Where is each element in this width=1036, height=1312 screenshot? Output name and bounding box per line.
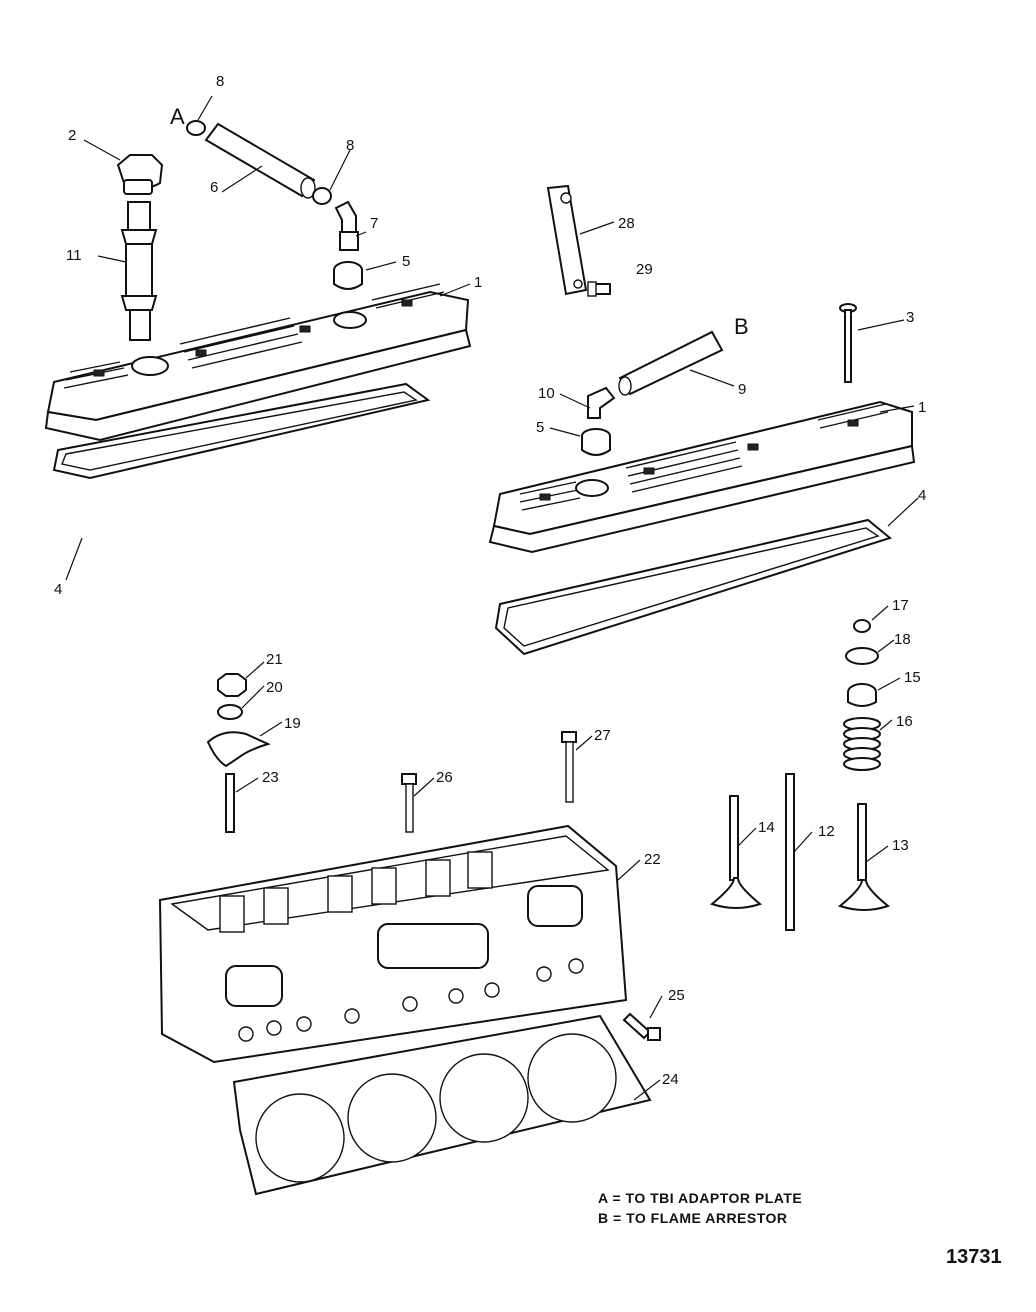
valve-springs-installed: [219, 851, 493, 933]
elbow-fitting: [334, 200, 359, 251]
valve-seal: [847, 683, 877, 707]
pivot-ball: [217, 704, 243, 720]
exhaust-valve: [837, 803, 891, 911]
elbow-fitting-right: [587, 386, 616, 419]
port-openings: [225, 885, 583, 1007]
callout-3: 3: [906, 309, 914, 326]
callout-11: 11: [66, 247, 82, 264]
oil-fill-cap: [116, 154, 164, 195]
callout-27: 27: [594, 727, 611, 744]
valve-cover-gasket-left: [52, 382, 431, 480]
rocker-arm-nut: [217, 673, 247, 697]
hose-clamp-upper: [186, 120, 206, 136]
callout-10: 10: [538, 385, 555, 402]
callout-8: 8: [216, 73, 224, 90]
callout-13: 13: [892, 837, 909, 854]
grommet-left: [333, 261, 363, 290]
callout-7: 7: [370, 215, 378, 232]
legend-line-a: A = TO TBI ADAPTOR PLATE: [598, 1190, 803, 1206]
callout-15: 15: [904, 669, 921, 686]
head-gasket: [232, 1014, 652, 1196]
cylinder-head: [158, 824, 628, 1064]
head-bolt-angled: [622, 1012, 661, 1041]
valve-lock: [853, 619, 871, 633]
callout-18: 18: [894, 631, 911, 648]
bracket-screw: [587, 281, 611, 297]
callout-22: 22: [644, 851, 661, 868]
callout-28: 28: [618, 215, 635, 232]
push-rod: [785, 773, 795, 931]
callout-12: 12: [818, 823, 835, 840]
callout-8: 8: [346, 137, 354, 154]
valve-spring: [843, 717, 881, 771]
valve-cover-bolt: [839, 303, 857, 383]
breather-tube: [120, 201, 158, 341]
callout-6: 6: [210, 179, 218, 196]
callout-1: 1: [918, 399, 926, 416]
leader-lines: [65, 95, 919, 1101]
rocker-arm: [206, 731, 271, 768]
marker-b: B: [734, 314, 749, 339]
flame-arrestor-hose: [618, 330, 724, 396]
callout-14: 14: [758, 819, 775, 836]
valve-cover-gasket-right: [494, 518, 893, 656]
callout-25: 25: [668, 987, 685, 1004]
head-bolt-short: [401, 773, 417, 833]
callout-16: 16: [896, 713, 913, 730]
callout-19: 19: [284, 715, 301, 732]
mounting-bracket: [546, 184, 588, 296]
diagram-id: 13731: [946, 1246, 1002, 1268]
callout-24: 24: [662, 1071, 679, 1088]
valve-cover-left: [44, 283, 472, 442]
intake-valve: [709, 795, 763, 909]
crankcase-vent-hose: [204, 122, 316, 199]
callout-9: 9: [738, 381, 746, 398]
valve-cover-right: [488, 400, 916, 554]
marker-a: A: [170, 104, 185, 129]
callout-26: 26: [436, 769, 453, 786]
callout-21: 21: [266, 651, 283, 668]
callout-numbers: 1 1 2 3 4 4 5 5 6 7 8 8 9 10 11 12 13 14…: [54, 73, 926, 1088]
callout-29: 29: [636, 261, 653, 278]
callout-5: 5: [402, 253, 410, 270]
callout-4: 4: [54, 581, 62, 598]
callout-20: 20: [266, 679, 283, 696]
callout-5: 5: [536, 419, 544, 436]
legend-line-b: B = TO FLAME ARRESTOR: [598, 1210, 788, 1226]
callout-1: 1: [474, 274, 482, 291]
bolt-bosses: [238, 958, 584, 1042]
grommet-right: [581, 428, 611, 456]
callout-17: 17: [892, 597, 909, 614]
hose-clamp-lower: [312, 187, 332, 205]
legend: A = TO TBI ADAPTOR PLATE B = TO FLAME AR…: [598, 1188, 802, 1228]
rocker-stud: [225, 773, 235, 833]
head-bolt-long: [561, 731, 577, 803]
callout-4: 4: [918, 487, 926, 504]
callout-23: 23: [262, 769, 279, 786]
valve-spring-retainer: [845, 647, 879, 665]
callout-2: 2: [68, 127, 76, 144]
